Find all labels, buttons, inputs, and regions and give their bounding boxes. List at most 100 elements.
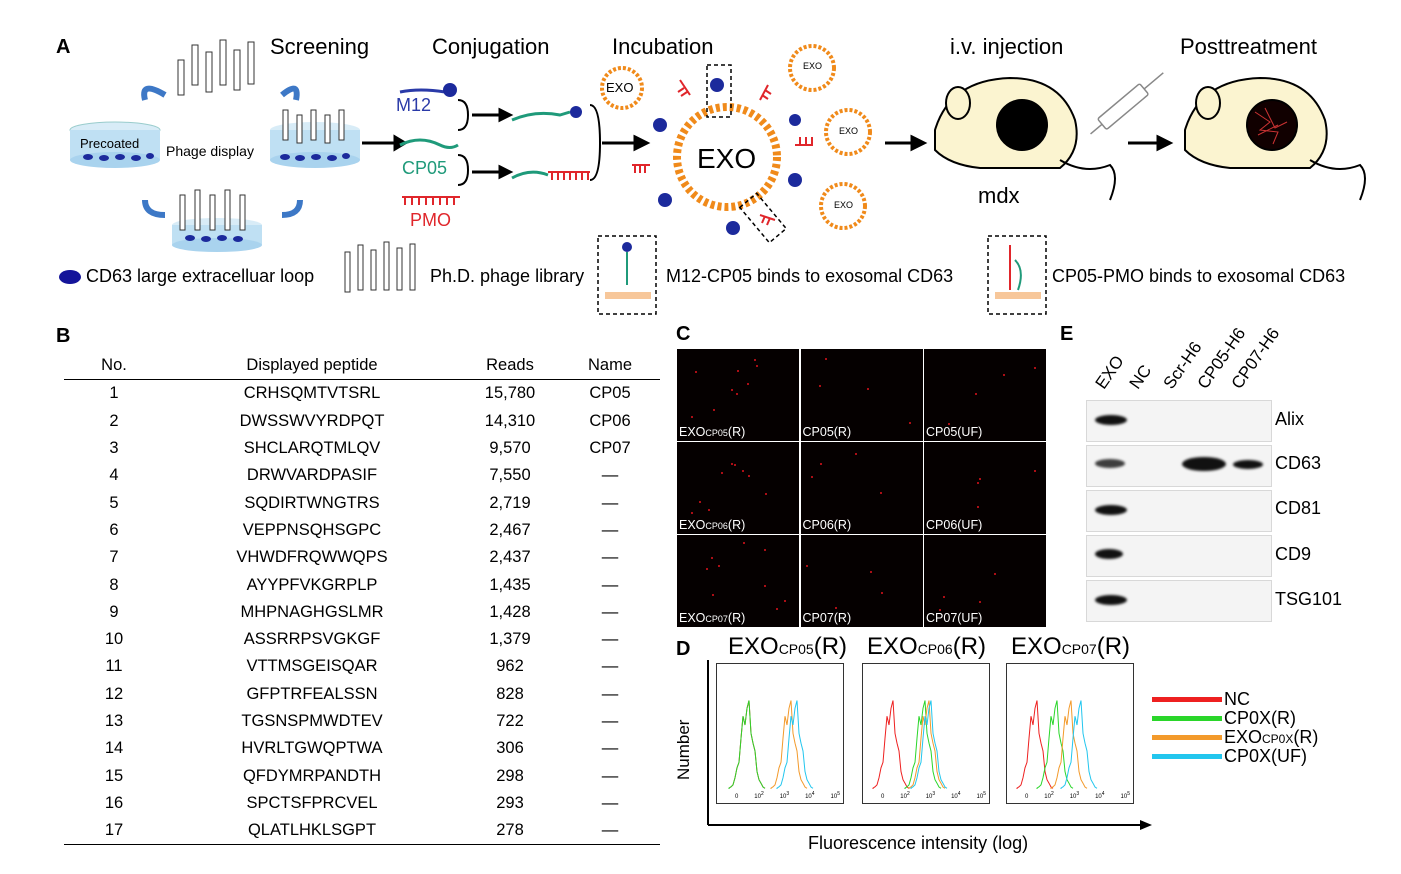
panel-e-label: E (1060, 323, 1074, 345)
micrograph-label: CP07(UF) (926, 610, 983, 625)
fluorescent-dot (867, 388, 870, 391)
legend-swatch (1152, 754, 1222, 759)
cell-no: 1 (109, 384, 119, 403)
histogram-curve (728, 700, 766, 789)
cell-reads: 278 (496, 821, 524, 840)
tick-label: 105 (1120, 791, 1130, 800)
cell-peptide: HVRLTGWQPTWA (241, 739, 383, 758)
cell-no: 13 (104, 712, 124, 730)
legend-entry: CP0X(R) (1152, 708, 1318, 728)
panel-d-label: D (676, 638, 691, 660)
cell-reads: 828 (496, 684, 524, 703)
fluorescent-dot (754, 359, 757, 362)
histogram-curve (910, 700, 948, 789)
lane-exo: EXO (1091, 352, 1128, 393)
tick-label: 0 (1025, 794, 1029, 800)
fluorescent-dot (690, 511, 693, 514)
legend-entry: EXOCP0X(R) (1152, 727, 1318, 747)
legend-cp05-pmo: CP05-PMO binds to exosomal CD63 (1052, 266, 1346, 286)
header-peptide: Displayed peptide (246, 356, 378, 375)
fluorescent-dot (694, 371, 697, 374)
cell-name: — (601, 657, 619, 676)
band (1095, 595, 1127, 605)
blot-label-tsg101: TSG101 (1275, 589, 1343, 609)
cell-peptide: TGSNSPMWDTEV (241, 712, 383, 730)
fluorescent-dot (978, 477, 981, 480)
fluorescent-dot (746, 382, 749, 385)
blot-label-cd81: CD81 (1275, 498, 1322, 518)
cell-no: 14 (104, 739, 124, 758)
tick-label: 103 (779, 791, 790, 800)
band (1095, 459, 1125, 468)
header-name: Name (587, 356, 632, 375)
table-rule-top (64, 379, 660, 381)
legend-label: CP0X(UF) (1224, 746, 1308, 766)
cell-peptide: QLATLHKLSGPT (247, 821, 377, 840)
fluorescent-dot (755, 365, 758, 368)
panel-a-schematic (59, 39, 1366, 315)
blot-cd9 (1086, 535, 1272, 577)
microscopy-grid: EXOCP05(R)CP05(R)CP05(UF)EXOCP06(R)CP06(… (677, 349, 1046, 627)
cell-peptide: MHPNAGHGSLMR (240, 602, 384, 621)
step-iv-injection: i.v. injection (950, 34, 1064, 59)
cell-name: — (601, 793, 619, 812)
histogram-curve (908, 700, 946, 789)
fluorescent-dot (711, 556, 714, 559)
fluorescent-dot (748, 475, 751, 478)
cell-name: CP06 (589, 411, 631, 430)
step-posttreatment: Posttreatment (1180, 34, 1317, 59)
fluorescent-dot (733, 463, 736, 466)
fluorescent-dot (735, 393, 738, 396)
fluorescent-dot (908, 421, 911, 424)
cell-peptide: ASSRRPSVGKGF (243, 630, 381, 649)
cell-name: — (601, 548, 619, 567)
cell-no: 7 (109, 548, 119, 567)
band (1095, 505, 1127, 515)
mouse-2 (1184, 76, 1366, 201)
cell-name: — (601, 602, 619, 621)
micrograph-label: CP06(UF) (926, 517, 983, 532)
tick-label: 103 (1069, 791, 1080, 800)
cell-peptide: DRWVARDPASIF (246, 466, 378, 485)
cell-peptide: QFDYMRPANDTH (242, 766, 382, 785)
panel-a-label: A (56, 36, 71, 58)
micrograph: CP06(UF) (924, 442, 1046, 534)
header-no: No. (101, 356, 127, 375)
histogram-curve (1050, 700, 1088, 789)
pmo-label: PMO (410, 210, 452, 230)
lane-nc: NC (1125, 361, 1156, 393)
blot-cd81 (1086, 490, 1272, 532)
cell-no: 6 (109, 520, 119, 539)
legend-label: NC (1224, 689, 1250, 709)
blot-label-alix: Alix (1275, 409, 1305, 429)
step-incubation: Incubation (612, 34, 714, 59)
micrograph-label: CP05(UF) (926, 424, 983, 439)
phage-bottom (179, 189, 246, 231)
step-screening: Screening (270, 34, 370, 59)
fluorescent-dot (977, 505, 980, 508)
fluorescent-dot (993, 572, 996, 575)
tick-label: 104 (951, 791, 961, 800)
band (1233, 460, 1263, 469)
micrograph: EXOCP06(R) (677, 442, 799, 534)
blot-alix (1086, 400, 1272, 442)
micrograph: EXOCP05(R) (677, 349, 799, 441)
cell-reads: 15,780 (484, 384, 536, 403)
fluorescent-dot (880, 591, 883, 594)
legend-cd63: CD63 large extracelluar loop (86, 266, 315, 286)
fluorescent-dot (736, 370, 739, 373)
exo-small-label: EXO (606, 80, 634, 95)
cell-reads: 1,379 (489, 630, 531, 649)
cell-no: 12 (104, 684, 124, 703)
tick-label: 104 (1095, 791, 1105, 800)
exo-sat-2: EXO (839, 126, 859, 136)
